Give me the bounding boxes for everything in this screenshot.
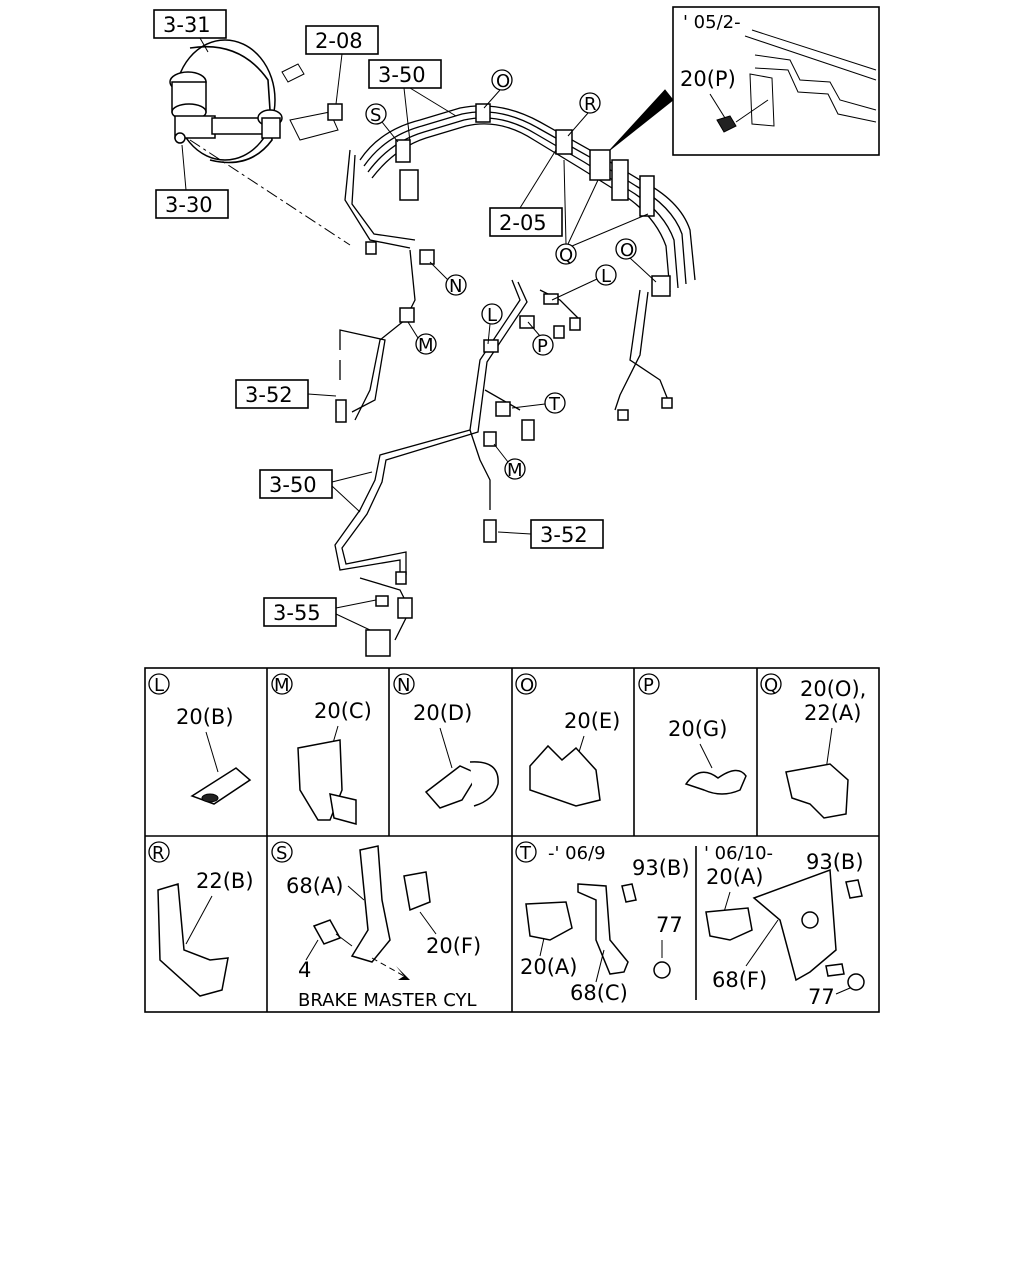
callout-3-50-top: 3-50 [368,59,457,143]
callout-text: 3-31 [163,13,211,37]
marker-N: N [429,261,467,297]
svg-text:R: R [152,843,165,864]
callout-text: 2-08 [315,29,363,53]
detail-T-early: -' 06/9 93(B) 20(A) 77 68(C) [520,843,690,1005]
detail-M: M 20(C) [271,673,372,825]
callout-3-55: 3-55 [263,597,377,631]
detail-T-late: ' 06/10- 93(B) 20(A) 68(F) 77 [704,843,865,1009]
marker-M-lower: M [493,443,526,481]
pipe-fittings [335,103,673,657]
svg-text:S: S [276,843,287,864]
part-label: 22(B) [196,869,254,893]
callout-2-08: 2-08 [305,25,379,105]
part-label: 20(E) [564,709,620,733]
svg-text:L: L [487,305,497,326]
svg-text:O: O [520,675,534,696]
detail-R: R 22(B) [148,841,254,997]
early-clip-label: 20(A) [520,955,577,979]
svg-text:Q: Q [764,675,778,696]
callout-3-50-middle: 3-50 [259,469,373,513]
bolt-label: 4 [298,958,311,982]
callout-3-31: 3-31 [153,9,227,53]
svg-text:N: N [397,675,410,696]
detail-table-grid [144,667,880,1013]
callout-3-30: 3-30 [155,144,229,219]
callout-text: 3-52 [245,383,293,407]
svg-text:S: S [370,105,381,126]
callout-text: 3-55 [273,601,321,625]
clip-label: 20(F) [426,934,481,958]
marker-O-right: O [615,238,657,283]
detail-S: S 68(A) 20(F) 4 BRAKE MASTER CYL [271,841,481,1011]
marker-P: P [527,321,554,357]
early-bracket-label: 68(C) [570,981,628,1005]
late-clip-label: 20(A) [706,865,763,889]
svg-text:T: T [519,843,532,864]
marker-S: S [365,103,399,143]
late-nut-label: 77 [808,985,835,1009]
marker-R: R [567,92,601,137]
early-bolt-label: 93(B) [632,856,690,880]
svg-text:R: R [584,94,597,115]
callout-2-05: 2-05 [489,149,563,237]
part-label: 20(D) [413,701,472,725]
marker-M-upper: M [407,321,437,356]
bracket-label: 68(A) [286,874,343,898]
early-nut-label: 77 [656,913,683,937]
svg-text:P: P [537,336,548,357]
part-label: 20(C) [314,699,372,723]
brake-booster-assembly [169,39,343,164]
detail-N: N 20(D) [393,673,499,809]
early-date-label: -' 06/9 [548,843,606,864]
marker-O-top: O [483,69,513,109]
svg-text:M: M [274,675,290,696]
marker-L-lower: L [481,303,503,345]
detail-T: T -' 06/9 93(B) 20(A) 77 68(C) ' 06/10- … [515,841,865,1009]
part-label-1: 20(O), [800,677,866,701]
marker-Q: Q [555,159,649,266]
svg-text:O: O [620,240,634,261]
callout-text: 3-52 [540,523,588,547]
svg-text:L: L [601,266,611,287]
inset-date-label: ' 05/2- [683,12,741,33]
svg-text:T: T [548,394,561,415]
svg-text:M: M [418,335,434,356]
part-label: 20(B) [176,705,234,729]
detail-L: L 20(B) [148,673,252,805]
inset-clip-label: 20(P) [680,67,736,91]
late-bolt-label: 93(B) [806,850,864,874]
detail-Q: Q 20(O), 22(A) [760,673,866,819]
detail-P: P 20(G) [638,673,747,795]
marker-T: T [511,392,566,415]
callout-text: 3-50 [269,473,317,497]
late-date-label: ' 06/10- [704,843,773,864]
detail-O: O 20(E) [515,673,620,807]
late-bracket-label: 68(F) [712,968,767,992]
svg-text:Q: Q [559,245,573,266]
callout-text: 3-30 [165,193,213,217]
callout-3-52-left: 3-52 [235,379,337,409]
callout-3-52-right: 3-52 [497,519,604,549]
note-label: BRAKE MASTER CYL [298,990,476,1011]
svg-text:N: N [449,276,462,297]
svg-text:M: M [507,460,523,481]
svg-text:P: P [643,675,654,696]
part-label-2: 22(A) [804,701,861,725]
svg-text:L: L [154,675,164,696]
marker-L-upper: L [551,264,617,301]
callout-text: 2-05 [499,211,547,235]
svg-text:O: O [496,71,510,92]
callout-text: 3-50 [378,63,426,87]
inset-detail-05-2: ' 05/2- 20(P) [609,6,880,156]
part-label: 20(G) [668,717,727,741]
